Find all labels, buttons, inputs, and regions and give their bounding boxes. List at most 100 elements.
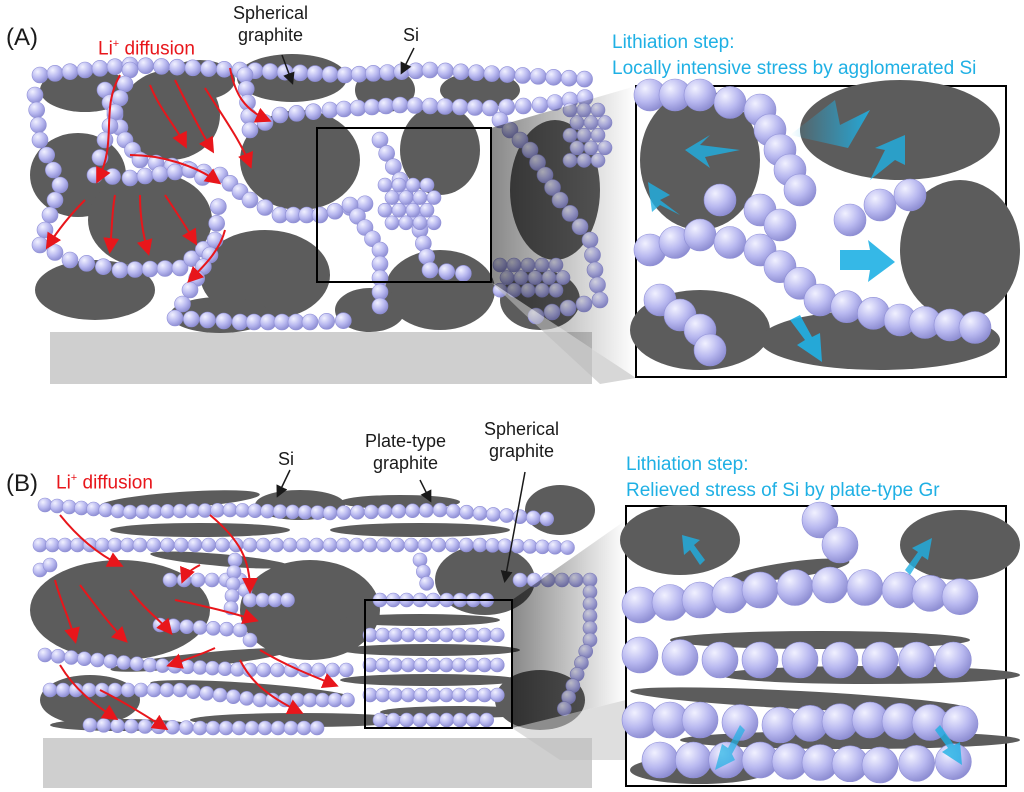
si-particle (385, 158, 402, 175)
si-particle (426, 190, 442, 205)
si-particle (941, 705, 979, 743)
si-particle (338, 662, 354, 678)
si-particle (120, 537, 135, 553)
si-particle (560, 540, 575, 555)
li-symbol: Li (56, 472, 71, 494)
si-particle (405, 202, 421, 218)
si-particle (146, 537, 162, 553)
si-particle (235, 503, 250, 518)
si-particle (464, 657, 480, 673)
si-particle (311, 206, 329, 224)
si-particle (362, 537, 378, 553)
si-particle (247, 503, 263, 519)
si-particle (384, 215, 400, 231)
si-particle (426, 627, 441, 643)
si-particle (156, 260, 174, 277)
si-particle (406, 97, 424, 114)
si-particle (439, 712, 454, 728)
si-particle (187, 537, 203, 553)
si-particle (325, 662, 340, 678)
si-particle (280, 592, 295, 608)
si-particle (95, 537, 110, 553)
si-particle (384, 190, 400, 205)
si-particle (301, 313, 319, 331)
si-particle (296, 537, 311, 553)
si-particle (256, 662, 272, 678)
si-particle (407, 62, 425, 80)
si-particle (192, 620, 208, 635)
si-particle (260, 503, 275, 519)
si-particle (205, 660, 220, 676)
si-particle (315, 692, 330, 708)
si-particle (371, 241, 389, 259)
si-particle (218, 720, 234, 736)
zoom-caption-a-line2: Locally intensive stress by agglomerated… (612, 58, 977, 79)
si-particle (49, 498, 65, 514)
zoom-projection-lower-b (512, 700, 626, 760)
si-particle (132, 537, 148, 553)
si-particle (135, 504, 150, 520)
si-particle (451, 657, 467, 673)
si-particle (675, 741, 712, 779)
panel-label-a: (A) (6, 24, 38, 51)
si-particle (526, 510, 541, 526)
si-particle (821, 526, 859, 564)
si-particle (861, 746, 899, 784)
si-particle (107, 537, 123, 553)
si-particle (371, 255, 389, 273)
si-particle (863, 188, 897, 222)
si-particle (489, 687, 505, 703)
si-particle (451, 687, 467, 703)
si-particle (413, 687, 429, 703)
si-particle (147, 504, 163, 519)
si-particle (377, 504, 393, 519)
si-label-a: Si (403, 25, 420, 45)
zoom-projection-b (512, 520, 626, 728)
si-particle (76, 61, 94, 79)
si-particle (61, 63, 79, 80)
si-particle (37, 497, 53, 513)
si-particle (703, 183, 737, 217)
si-particle (133, 682, 149, 698)
si-particle (57, 537, 73, 553)
si-particle (539, 511, 554, 527)
si-particle (103, 653, 118, 669)
si-particle (464, 627, 480, 643)
li-charge: + (112, 38, 120, 50)
si-particle (190, 572, 206, 588)
si-particle (41, 206, 59, 224)
si-particle (168, 58, 186, 76)
si-particle (181, 281, 199, 299)
si-particle (529, 68, 547, 85)
si-particle (192, 660, 208, 675)
si-particle (212, 687, 228, 703)
si-particle (349, 537, 364, 553)
si-particle (935, 641, 972, 679)
si-particle (371, 297, 389, 315)
si-particle (412, 712, 428, 728)
si-particle (232, 622, 248, 638)
si-particle (217, 661, 233, 677)
si-particle (136, 167, 154, 185)
si-particle (186, 684, 201, 699)
si-particle (477, 627, 492, 643)
li-charge: + (70, 472, 78, 484)
si-particle (349, 99, 367, 117)
si-particle (231, 313, 249, 331)
si-particle (419, 576, 434, 591)
stress-arrows-a (648, 100, 905, 362)
si-particle (38, 146, 55, 164)
si-particle (398, 190, 414, 205)
plate-line2: graphite (372, 453, 439, 473)
si-particle (683, 218, 717, 252)
si-particle (498, 66, 516, 83)
si-particle (512, 572, 528, 588)
si-particle (479, 712, 494, 728)
si-particle (256, 199, 274, 216)
si-particle (309, 720, 325, 736)
si-particle (110, 503, 126, 519)
si-particle (30, 116, 47, 134)
si-particle (239, 691, 254, 706)
si-particle (452, 712, 468, 728)
si-particle (560, 69, 578, 87)
